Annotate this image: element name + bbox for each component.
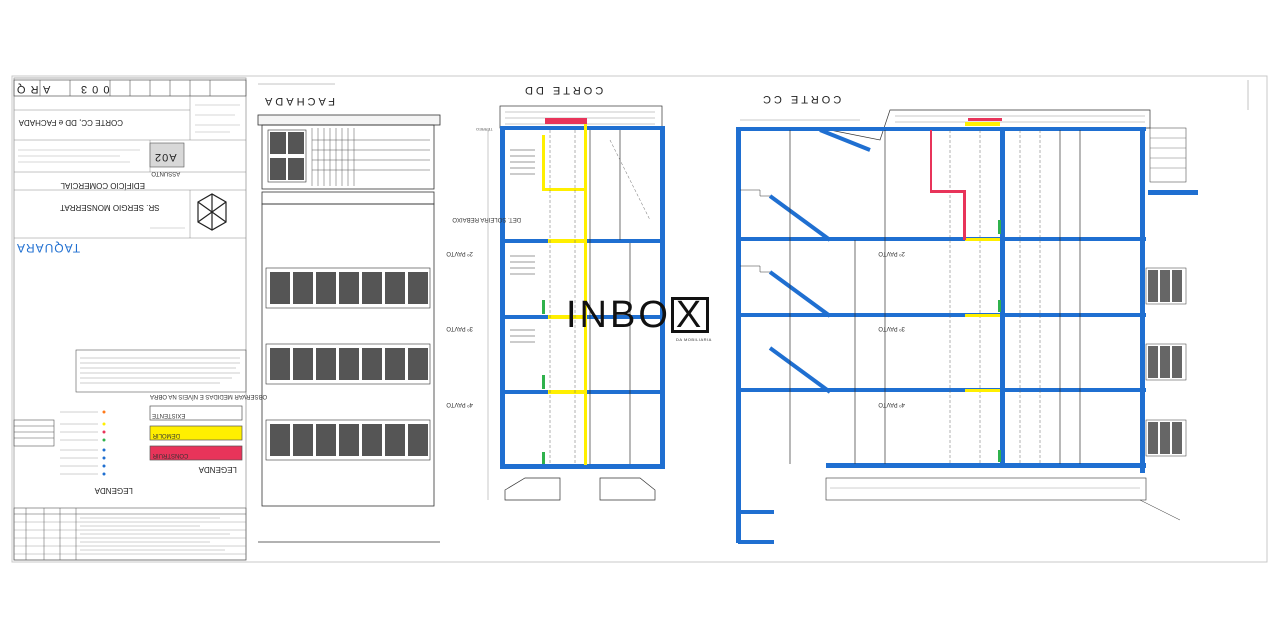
notes-box — [75, 349, 247, 393]
dd-floor-2: 2º PAVTO — [446, 250, 473, 257]
revision-table — [13, 507, 247, 561]
section-dd-drawing: CORTE DD — [446, 84, 665, 501]
legend-swatch-existing — [149, 405, 243, 421]
notes-title: OBSERVAR MEDIDAS E NÍVEIS NA OBRA — [150, 393, 267, 400]
facade-drawing: FACHADA — [257, 83, 441, 543]
legend-title: LEGENDA — [198, 465, 237, 474]
section-cc-windows — [1145, 127, 1187, 457]
project-title: EDIFÍCIO COMERCIAL — [60, 181, 145, 190]
facade-windows — [265, 267, 431, 461]
legend-swatch-demolish — [149, 425, 243, 441]
location-label: TAQUARA — [16, 241, 80, 255]
cc-floor-4: 4º PAVTO — [878, 401, 905, 408]
section-cc-demolish — [965, 122, 1000, 392]
legend-swatch-construct — [149, 445, 243, 461]
sheet-code-box — [149, 142, 185, 168]
dd-floor-3: 3º PAVTO — [446, 325, 473, 332]
dd-detail-label: DET. SOLEIRA REBAIXO — [452, 216, 521, 222]
section-cc-slabs — [736, 127, 1198, 544]
section-dd-title: CORTE DD — [522, 84, 603, 96]
section-cc-construct — [930, 118, 1002, 240]
symbols-legend: LEGENDA — [60, 410, 133, 495]
section-cc-drawing: CORTE CC — [736, 93, 1198, 544]
watermark-subtext: DA MOBILIARIA — [676, 337, 712, 342]
owner-name: SR. SERGIO MONSERRAT — [60, 203, 160, 212]
legend: EXISTENTE DEMOLIR CONSTRUIR LEGENDA LEGE… — [13, 405, 243, 495]
sheet-subject: CORTE CC, DD e FACHADA — [18, 118, 123, 127]
section-dd-construct — [545, 118, 587, 124]
legend-label-construct: CONSTRUIR — [152, 452, 188, 458]
legend-label-existing: EXISTENTE — [152, 412, 185, 418]
sheet-border — [11, 75, 1268, 563]
sheet-code: A02 — [154, 151, 177, 163]
watermark-brand-box: X — [670, 296, 710, 334]
cc-floor-3: 3º PAVTO — [878, 325, 905, 332]
legend-label-demolish: DEMOLIR — [152, 432, 180, 438]
sheet-number: 0 0 3 — [80, 83, 109, 95]
dd-floor-4: 4º PAVTO — [446, 401, 473, 408]
section-cc-title: CORTE CC — [760, 93, 841, 105]
section-dd-demolish — [542, 120, 587, 465]
dd-floor-ground: TÉRREO — [476, 127, 493, 132]
symbols-legend-title: LEGENDA — [94, 486, 133, 495]
cc-floor-2: 2º PAVTO — [878, 250, 905, 257]
discipline-code: A R Q — [16, 83, 50, 95]
company-logo — [197, 193, 227, 231]
watermark-brand-text: INBO — [566, 294, 671, 336]
title-block: A R Q 0 0 3 0 5 CORTE CC, DD e FACHADA E… — [13, 77, 267, 561]
facade-title: FACHADA — [262, 95, 335, 107]
subject-label: ASSUNTO — [151, 170, 180, 176]
